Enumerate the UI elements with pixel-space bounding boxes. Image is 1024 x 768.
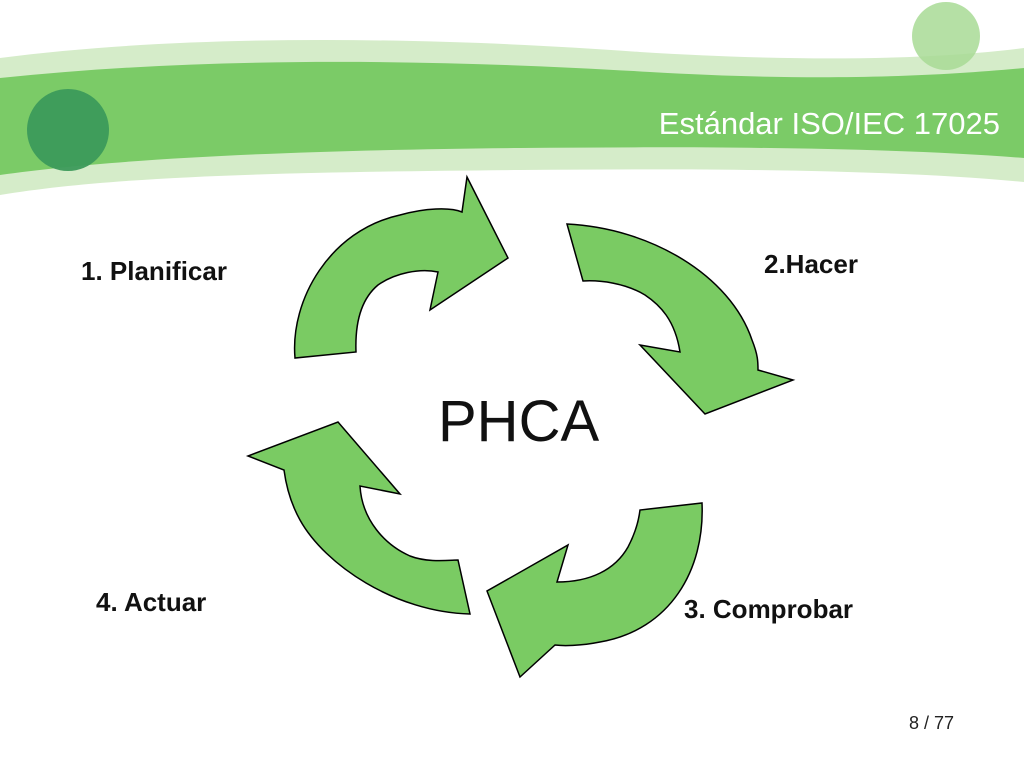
cycle-arrow-check	[486, 502, 703, 679]
decor-circle-light	[912, 2, 980, 70]
step-label-check: 3. Comprobar	[684, 594, 854, 624]
cycle-center-label: PHCA	[438, 389, 600, 454]
decor-circle-dark	[27, 89, 109, 171]
slide-title: Estándar ISO/IEC 17025	[658, 106, 1000, 141]
step-label-act: 4. Actuar	[96, 587, 207, 617]
cycle-arrow-do	[565, 223, 796, 415]
step-label-plan: 1. Planificar	[81, 256, 227, 286]
page-number: 8 / 77	[909, 713, 955, 733]
banner-main-wave	[0, 61, 1024, 175]
cycle-arrow-act	[245, 421, 471, 615]
step-label-do: 2.Hacer	[764, 249, 858, 279]
header-banner	[0, 2, 1024, 195]
cycle-arrow-plan	[293, 174, 509, 359]
